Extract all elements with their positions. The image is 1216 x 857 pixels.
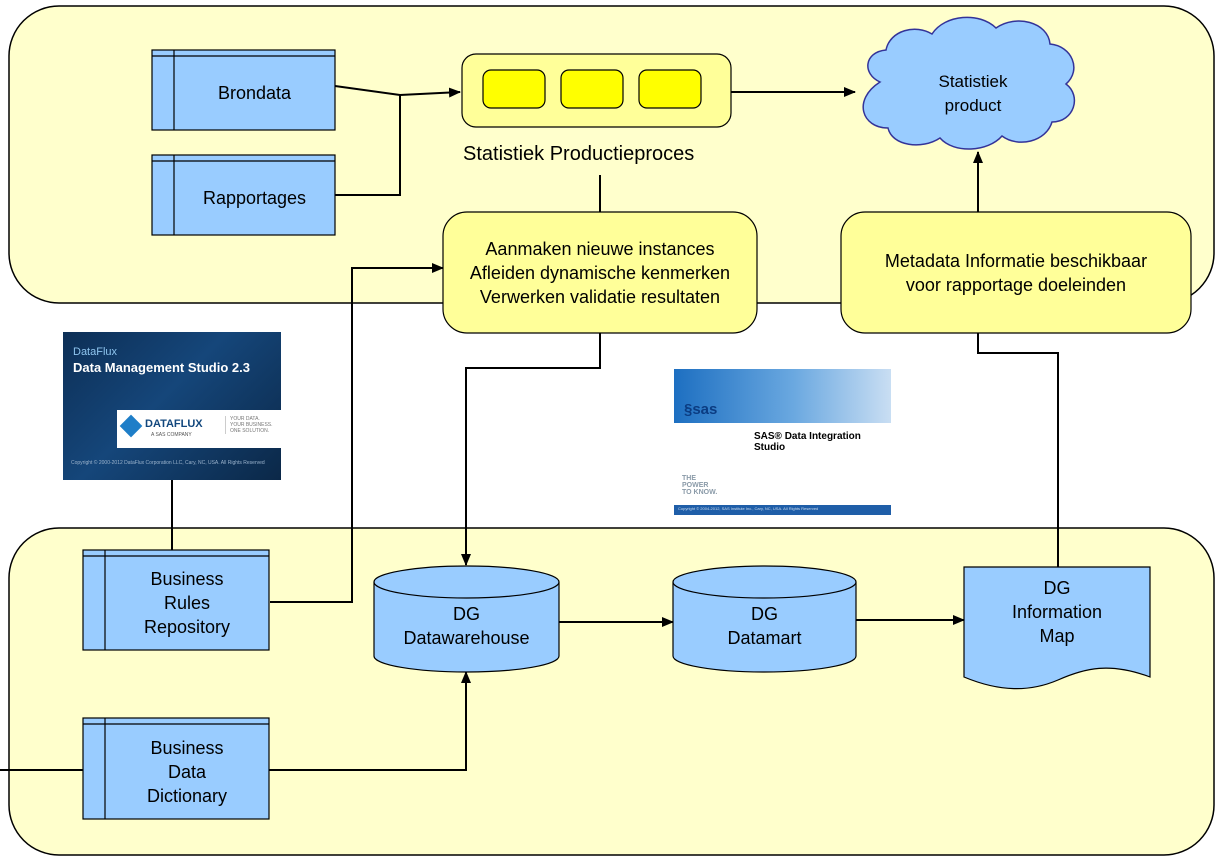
sas-logo-text: sas <box>692 401 718 418</box>
metadata-box <box>840 211 1192 334</box>
dg-datawarehouse-cylinder <box>373 565 560 673</box>
sas-title-line-2: Studio <box>754 442 786 453</box>
business-rules-line-2: Rules <box>163 593 211 613</box>
dg-information-map-document <box>963 566 1151 690</box>
dataflux-splash-image: DataFlux Data Management Studio 2.3 DATA… <box>63 332 281 480</box>
sas-header-gradient <box>674 369 891 423</box>
metadata-label: Metadata Informatie beschikbaar voor rap… <box>841 212 1191 333</box>
connectors <box>0 85 1059 771</box>
dg-datawarehouse-label: DG Datawarehouse <box>374 596 559 656</box>
infomap-line-1: DG <box>1043 578 1071 598</box>
product-line-2: product <box>944 96 1002 115</box>
business-dictionary-line-2: Data <box>167 761 207 782</box>
metadata-line-2: voor rapportage doeleinden <box>905 274 1127 295</box>
instances-box <box>442 211 758 334</box>
instances-line-1: Aanmaken nieuwe instances <box>485 238 715 259</box>
product-line-1: Statistiek <box>938 72 1008 91</box>
sas-slogan-line-3: TO KNOW. <box>682 489 718 496</box>
process-step-2 <box>560 69 624 109</box>
metadata-line-1: Metadata Informatie beschikbaar <box>884 250 1148 271</box>
business-rules-entity <box>82 549 270 651</box>
statistiek-product-cloud <box>862 16 1076 150</box>
process-step-1 <box>482 69 546 109</box>
statistiek-product-label: Statistiek product <box>900 62 1046 126</box>
edge-businessrules-instances <box>270 263 444 603</box>
sas-slogan: THE POWER TO KNOW. <box>682 475 717 496</box>
dataflux-copyright: Copyright © 2000-2012 DataFlux Corporati… <box>71 460 265 466</box>
sas-title-line-1: SAS® Data Integration <box>754 431 861 442</box>
brondata-label: Brondata <box>174 56 335 130</box>
datawarehouse-line-2: Datawarehouse <box>403 628 530 648</box>
dataflux-slogan: YOUR DATA. YOUR BUSINESS. ONE SOLUTION. <box>225 416 273 434</box>
instances-line-3: Verwerken validatie resultaten <box>479 286 721 307</box>
dataflux-product-name: Data Management Studio 2.3 <box>73 360 250 375</box>
instances-line-2: Afleiden dynamische kenmerken <box>469 262 731 283</box>
dataflux-slogan-line-2: YOUR BUSINESS. <box>230 422 273 428</box>
business-dictionary-label: Business Data Dictionary <box>105 724 269 819</box>
process-step-3 <box>638 69 702 109</box>
sas-copyright: Copyright © 2004-2012, SAS Institute Inc… <box>678 506 819 511</box>
edge-dictionary-datawarehouse <box>0 672 466 771</box>
sas-slogan-line-2: POWER <box>682 482 709 489</box>
dataflux-brand: DataFlux <box>73 346 118 358</box>
dataflux-logo-bar: DATAFLUX A SAS COMPANY YOUR DATA. YOUR B… <box>117 410 281 448</box>
dataflux-logo-icon <box>119 414 143 438</box>
edge-instances-datawarehouse <box>461 333 601 566</box>
bottom-panel <box>8 527 1215 856</box>
dg-information-map-label: DG Information Map <box>964 566 1150 658</box>
process-caption: Statistiek Productieproces <box>463 143 695 165</box>
edge-rapportages-process <box>335 95 401 196</box>
sas-product-title: SAS® Data Integration Studio <box>754 431 861 453</box>
edge-infomap-metadata <box>977 333 1059 567</box>
business-rules-line-1: Business <box>150 569 224 589</box>
sas-footer-bar: Copyright © 2004-2012, SAS Institute Inc… <box>674 505 891 515</box>
infomap-line-2: Information <box>1011 602 1103 622</box>
dataflux-logo-text: DATAFLUX <box>145 418 203 430</box>
datamart-line-2: Datamart <box>727 628 802 648</box>
brondata-entity <box>151 49 336 131</box>
business-rules-label: Business Rules Repository <box>105 556 269 650</box>
sas-logo: §sas <box>684 401 717 418</box>
dg-datamart-label: DG Datamart <box>673 596 856 656</box>
infomap-line-3: Map <box>1039 626 1075 646</box>
sas-splash-image: §sas SAS® Data Integration Studio THE PO… <box>674 369 891 515</box>
dataflux-logo-subtext: A SAS COMPANY <box>151 432 192 438</box>
business-rules-line-3: Repository <box>143 617 231 637</box>
rapportages-entity <box>151 154 336 236</box>
business-dictionary-entity <box>82 717 270 820</box>
rapportages-text: Rapportages <box>202 188 307 208</box>
dataflux-slogan-line-1: YOUR DATA. <box>230 416 260 422</box>
datamart-line-1: DG <box>751 604 778 624</box>
business-dictionary-line-1: Business <box>150 737 224 758</box>
datawarehouse-line-1: DG <box>453 604 480 624</box>
dataflux-slogan-line-3: ONE SOLUTION. <box>230 428 270 434</box>
business-dictionary-line-3: Dictionary <box>146 785 228 806</box>
dg-datamart-cylinder <box>672 565 857 673</box>
sas-slogan-line-1: THE <box>682 475 696 482</box>
rapportages-label: Rapportages <box>174 161 335 235</box>
sas-logo-icon: § <box>684 401 693 418</box>
brondata-text: Brondata <box>217 83 292 103</box>
instances-label: Aanmaken nieuwe instances Afleiden dynam… <box>443 212 757 333</box>
